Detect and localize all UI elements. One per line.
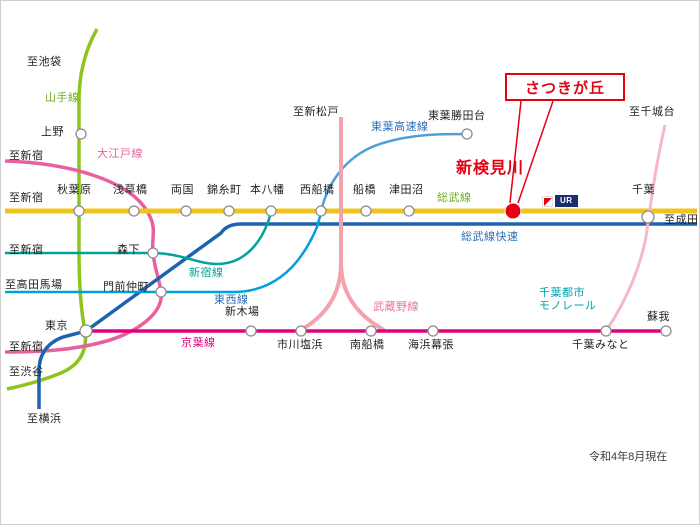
station-label-motoyawata: 本八幡 — [250, 184, 285, 196]
callout-area-box: さつきが丘 — [505, 73, 625, 101]
station-label-akihabara: 秋葉原 — [57, 184, 92, 196]
station-marker-kaihin-makuhari — [427, 325, 439, 337]
endpoint-to-shinjuku-shinjuku-line: 至新宿 — [9, 244, 44, 256]
station-marker-motoyawata — [265, 205, 277, 217]
callout-pointer-lines — [509, 100, 554, 204]
station-label-kaihin-makuhari: 海浜幕張 — [408, 339, 454, 351]
line-label-yamanote: 山手線 — [45, 92, 80, 104]
ur-logo: UR — [542, 195, 578, 207]
endpoint-to-shinjuku-oedo: 至新宿 — [9, 150, 44, 162]
line-label-monorail-2: モノレール — [539, 300, 597, 312]
line-label-shinjuku: 新宿線 — [189, 267, 224, 279]
endpoint-to-takadanobaba: 至高田馬場 — [5, 279, 63, 291]
tozai-line-path — [5, 212, 323, 294]
station-label-chiba-minato: 千葉みなと — [572, 339, 630, 351]
endpoint-to-yokohama: 至横浜 — [27, 413, 62, 425]
station-label-shin-kiba: 新木場 — [225, 306, 260, 318]
station-label-asakusabashi: 浅草橋 — [113, 184, 148, 196]
station-label-ichikawa-shiohama: 市川塩浜 — [277, 339, 323, 351]
station-marker-chiba — [641, 210, 655, 224]
line-label-keiyo: 京葉線 — [181, 337, 216, 349]
endpoint-to-shin-matsudo: 至新松戸 — [293, 106, 339, 118]
station-label-tsudanuma: 津田沼 — [389, 184, 424, 196]
station-marker-monzen-nakacho — [155, 286, 167, 298]
station-marker-tsudanuma — [403, 205, 415, 217]
station-marker-soga — [660, 325, 672, 337]
station-marker-toyo-katsutadai — [461, 128, 473, 140]
station-marker-akihabara — [73, 205, 85, 217]
endpoint-to-shinjuku-sobu: 至新宿 — [9, 192, 44, 204]
station-label-tokyo: 東京 — [45, 320, 68, 332]
station-marker-minami-funabashi — [365, 325, 377, 337]
endpoint-to-chishirodai: 至千城台 — [629, 106, 675, 118]
endpoint-to-ikebukuro: 至池袋 — [27, 56, 62, 68]
station-label-funabashi: 船橋 — [353, 184, 376, 196]
station-marker-shin-kiba — [245, 325, 257, 337]
station-marker-ichikawa-shiohama — [295, 325, 307, 337]
station-label-monzen-nakacho: 門前仲町 — [103, 281, 149, 293]
station-marker-chiba-minato — [600, 325, 612, 337]
station-label-toyo-katsutadai: 東葉勝田台 — [428, 110, 486, 122]
station-label-kinshicho: 錦糸町 — [207, 184, 242, 196]
monorail-line-path — [604, 124, 667, 332]
toyo-rapid-line-path — [319, 132, 468, 212]
line-label-tozai: 東西線 — [214, 294, 249, 306]
station-marker-nishi-funabashi — [315, 205, 327, 217]
station-marker-ueno — [75, 128, 87, 140]
highlight-station-label: 新検見川 — [456, 160, 525, 177]
station-label-minami-funabashi: 南船橋 — [350, 339, 385, 351]
ur-logo-text: UR — [555, 195, 578, 207]
endpoint-to-narita: 至成田 — [664, 214, 699, 226]
station-label-nishi-funabashi: 西船橋 — [300, 184, 335, 196]
station-marker-asakusabashi — [128, 205, 140, 217]
line-label-musashino: 武蔵野線 — [373, 301, 419, 313]
line-label-sobu: 総武線 — [437, 192, 472, 204]
shinjuku-line-path — [5, 212, 273, 266]
station-marker-kinshicho — [223, 205, 235, 217]
line-label-monorail-1: 千葉都市 — [539, 287, 585, 299]
musashino-line-east-path — [339, 262, 385, 332]
ur-logo-mark-icon — [542, 195, 553, 207]
station-marker-tokyo — [79, 324, 93, 338]
station-label-ueno: 上野 — [41, 126, 64, 138]
oedo-line-path — [4, 159, 163, 354]
line-label-oedo: 大江戸線 — [97, 148, 143, 160]
line-label-sobu-rapid: 総武線快速 — [461, 231, 519, 243]
station-marker-morishita — [147, 247, 159, 259]
footnote-date: 令和4年8月現在 — [589, 451, 668, 463]
line-label-toyo-rapid: 東葉高速線 — [371, 121, 429, 133]
station-label-ryogoku: 両国 — [171, 184, 194, 196]
station-label-soga: 蘇我 — [647, 311, 670, 323]
highlight-station-marker — [504, 202, 522, 220]
endpoint-to-shinjuku-oedo-south: 至新宿 — [9, 341, 44, 353]
station-marker-funabashi — [360, 205, 372, 217]
station-label-chiba: 千葉 — [632, 184, 655, 196]
endpoint-to-shibuya: 至渋谷 — [9, 366, 44, 378]
station-marker-ryogoku — [180, 205, 192, 217]
station-label-morishita: 森下 — [117, 244, 140, 256]
